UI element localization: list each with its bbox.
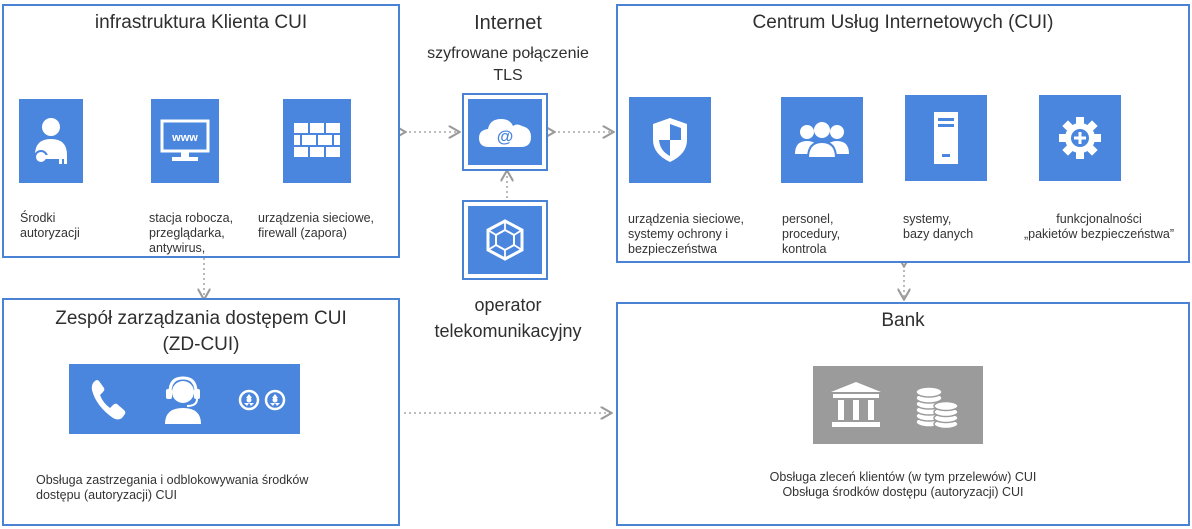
client-item-firewall-label: urządzenia sieciowe, firewall (zapora) — [258, 211, 375, 240]
server-icon — [934, 112, 958, 164]
user-key-icon — [34, 118, 67, 164]
internet-cloud-box: @ — [462, 93, 548, 171]
bank-panel: Bank Obsługa zleceń klientów (w tym prze… — [616, 302, 1190, 526]
tape-reel-icon — [238, 389, 286, 411]
bank-building-icon — [831, 382, 881, 427]
bank-description: Obsługa zleceń klientów (w tym przelewów… — [769, 470, 1037, 499]
cui-title: Centrum Usług Internetowych (CUI) — [752, 12, 1054, 33]
cui-item-network-tile — [629, 97, 711, 183]
cui-item-personnel-label: personel, procedury, kontrola — [782, 212, 841, 256]
client-item-auth-label: Środki autoryzacji — [20, 211, 80, 240]
cui-item-packages-label: funkcjonalności „pakietów bezpieczeństwa… — [1023, 212, 1175, 241]
client-infrastructure-panel: infrastruktura Klienta CUI Środki autory… — [2, 4, 400, 258]
client-infrastructure-title: infrastruktura Klienta CUI — [94, 12, 308, 33]
bank-title: Bank — [881, 310, 925, 331]
client-item-auth-tile — [19, 99, 83, 183]
cui-item-systems-label: systemy, bazy danych — [903, 212, 974, 241]
phone-icon — [91, 380, 126, 420]
access-team-panel: Zespół zarządzania dostępem CUI (ZD-CUI)… — [2, 298, 400, 526]
operator-tile — [468, 206, 542, 274]
hexagon-network-icon — [486, 219, 524, 261]
people-icon — [795, 122, 849, 159]
bank-icon-bar — [813, 366, 983, 444]
cui-item-systems-tile — [905, 95, 987, 181]
cui-item-personnel-tile — [781, 97, 863, 183]
svg-text:@: @ — [497, 127, 514, 146]
svg-text:www: www — [171, 132, 198, 144]
client-item-firewall-tile — [283, 99, 351, 183]
operator-label: operator telekomunikacyjny — [434, 295, 582, 341]
headset-user-icon — [165, 376, 201, 424]
brick-wall-icon — [294, 123, 340, 157]
gear-plus-icon — [1059, 117, 1101, 159]
access-team-description: Obsługa zastrzegania i odblokowywania śr… — [36, 473, 309, 502]
cui-item-network-label: urządzenia sieciowe, systemy ochrony i b… — [628, 212, 745, 256]
access-team-title: Zespół zarządzania dostępem CUI (ZD-CUI) — [55, 308, 347, 355]
access-team-icon-bar — [69, 364, 300, 434]
www-monitor-icon: www — [160, 119, 210, 161]
cloud-at-icon: @ — [479, 119, 531, 147]
cui-item-packages-tile — [1039, 95, 1121, 181]
shield-icon — [653, 118, 687, 162]
client-item-workstation-label: stacja robocza, przeglądarka, antywirus, — [149, 211, 234, 255]
internet-subtitle: szyfrowane połączenie TLS — [427, 45, 589, 84]
client-item-workstation-tile: www — [151, 99, 219, 183]
operator-box — [462, 200, 548, 280]
cui-panel: Centrum Usług Internetowych (CUI) urządz… — [616, 4, 1190, 263]
internet-title: Internet — [474, 12, 542, 34]
internet-cloud-tile: @ — [468, 99, 542, 165]
coins-icon — [915, 386, 959, 430]
